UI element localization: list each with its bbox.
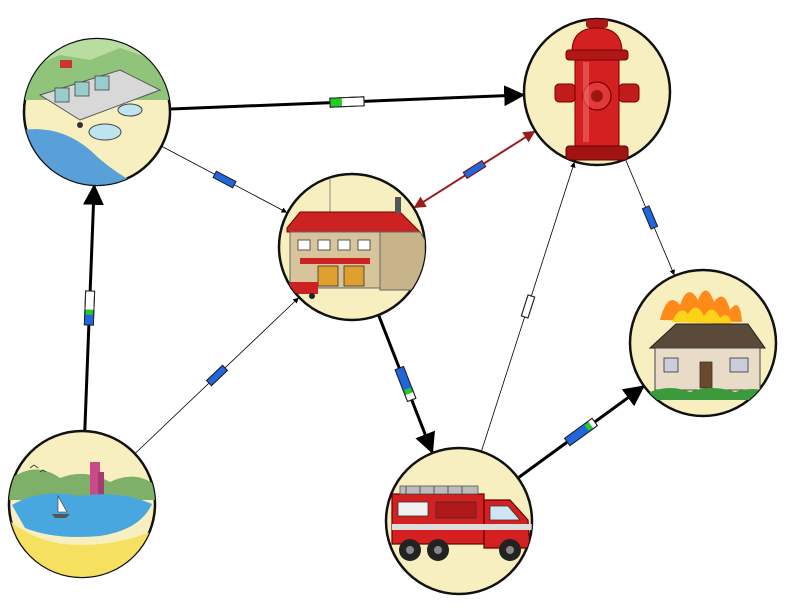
edge-lake-to-station[interactable]	[135, 297, 299, 454]
node-fire-truck[interactable]	[384, 446, 534, 596]
node-burning-house[interactable]	[628, 268, 778, 418]
edge-indicator	[394, 365, 417, 403]
edge-indicator	[462, 159, 487, 180]
edge-indicator	[641, 205, 659, 230]
edge-indicator	[520, 294, 536, 319]
indicator-accent	[404, 387, 413, 395]
indicator-border	[329, 96, 365, 108]
lake-icon	[9, 462, 155, 577]
fire-station-icon	[286, 178, 425, 299]
edge-station-to-truck[interactable]	[377, 315, 435, 455]
fire-hydrant-icon	[554, 19, 640, 161]
edge-water-to-hydrant[interactable]	[170, 85, 526, 111]
indicator-accent	[85, 309, 93, 315]
indicator-border	[520, 294, 536, 319]
edge-indicator	[212, 170, 237, 189]
indicator-frame	[520, 294, 536, 319]
indicator-fill	[329, 97, 343, 108]
edge-indicator	[563, 417, 599, 447]
edge-truck-to-house[interactable]	[517, 385, 645, 479]
indicator-fill	[463, 160, 486, 179]
indicator-border	[462, 159, 487, 180]
indicator-fill	[213, 171, 236, 188]
node-lake[interactable]	[7, 429, 157, 579]
indicator-border	[205, 364, 229, 387]
edge-indicator	[205, 364, 229, 387]
indicator-border	[641, 205, 659, 230]
indicator-border	[394, 365, 417, 403]
edges-layer	[82, 85, 675, 479]
node-fire-station[interactable]	[277, 172, 427, 322]
edge-hydrant-station[interactable]	[413, 130, 536, 209]
fire-truck-icon	[391, 485, 532, 561]
edge-hydrant-to-house[interactable]	[625, 160, 675, 276]
indicator-border	[83, 290, 96, 326]
edge-truck-to-hydrant[interactable]	[481, 161, 576, 451]
indicator-fill	[395, 366, 414, 396]
node-fire-hydrant[interactable]	[522, 17, 672, 167]
indicator-fill	[642, 206, 658, 229]
edge-water-to-station[interactable]	[162, 146, 288, 213]
burning-house-icon	[648, 290, 770, 400]
indicator-border	[212, 170, 237, 189]
indicator-border	[563, 417, 599, 447]
edge-indicator	[329, 96, 365, 108]
node-water-treatment[interactable]	[22, 37, 172, 187]
indicator-fill	[206, 365, 228, 386]
edge-lake-to-water[interactable]	[82, 183, 104, 431]
edge-indicator	[83, 290, 96, 326]
indicator-accent	[584, 422, 593, 431]
